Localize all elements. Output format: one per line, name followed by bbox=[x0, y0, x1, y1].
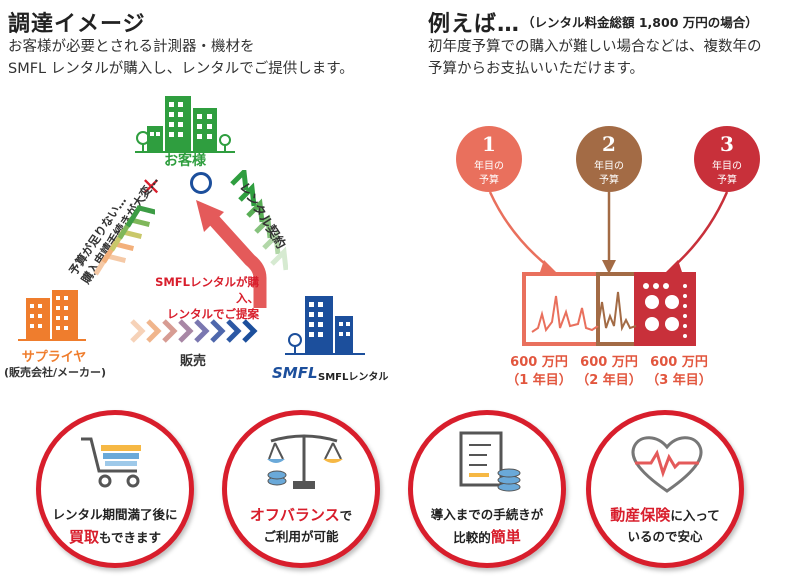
price-year1: 600 万円（1 年目） bbox=[506, 355, 572, 388]
supplier-label: サプライヤ bbox=[21, 350, 87, 365]
price-year2: 600 万円（2 年目） bbox=[576, 355, 642, 388]
benefit3-line1: 導入までの手続きが bbox=[430, 507, 544, 522]
year3-budget-circle: 3 年目の予算 bbox=[694, 126, 760, 192]
example-desc-line1: 初年度予算での購入が難しい場合などは、複数年の bbox=[428, 39, 762, 55]
benefit1-line1: レンタル期間満了後に bbox=[52, 507, 178, 522]
customer-building-icon bbox=[135, 96, 235, 153]
balance-scale-icon bbox=[267, 434, 343, 489]
smfl-building-icon bbox=[285, 296, 365, 355]
circle-mark-icon: ○ bbox=[190, 172, 212, 194]
supplier-building-icon bbox=[18, 290, 86, 341]
benefit3-line2: 比較的簡単 bbox=[453, 528, 521, 546]
sale-label: 販売 bbox=[180, 354, 207, 369]
smfl-label: SMFLレンタル bbox=[318, 372, 389, 383]
year1-num: 1 bbox=[482, 132, 496, 156]
benefit2-line2: ご利用が可能 bbox=[263, 529, 339, 544]
procurement-title: 調達イメージ bbox=[8, 12, 146, 37]
procurement-desc-line2: SMFL レンタルが購入し、レンタルでご提供します。 bbox=[8, 61, 354, 77]
year1-label: 年目の予算 bbox=[474, 161, 504, 186]
document-coins-icon bbox=[459, 431, 521, 492]
measuring-instrument-icon bbox=[522, 272, 696, 346]
year2-label: 年目の予算 bbox=[594, 161, 624, 186]
cross-mark-icon: ✕ bbox=[141, 173, 162, 201]
benefit1-line2: 買取もできます bbox=[68, 528, 162, 546]
benefit4-line2: いるので安心 bbox=[627, 529, 703, 544]
smfl-brand-logo: SMFL bbox=[272, 364, 318, 382]
shopping-cart-icon bbox=[81, 437, 141, 488]
benefit-off-balance: オフバランスで ご利用が可能 bbox=[222, 410, 380, 568]
supplier-to-customer-chevrons bbox=[93, 205, 155, 276]
benefit2-line1: オフバランスで bbox=[249, 506, 353, 524]
smfl-purchase-text: SMFLレンタルが購入、 レンタルでご提案 bbox=[133, 274, 259, 322]
heart-pulse-icon bbox=[631, 436, 703, 493]
benefit4-line1: 動産保険に入って bbox=[610, 506, 720, 524]
year2-budget-circle: 2 年目の予算 bbox=[576, 126, 642, 192]
example-title: 例えば… bbox=[428, 12, 521, 37]
example-title-note: （レンタル料金総額 1,800 万円の場合） bbox=[522, 15, 758, 30]
year3-label: 年目の予算 bbox=[712, 161, 742, 186]
price-year3: 600 万円（3 年目） bbox=[646, 355, 712, 388]
example-desc-line2: 予算からお支払いいただけます。 bbox=[428, 61, 645, 77]
budget-arrows bbox=[488, 191, 729, 274]
supplier-sub-label: (販売会社/メーカー) bbox=[3, 366, 107, 379]
benefit-easy-procedure: 導入までの手続きが 比較的簡単 bbox=[408, 410, 566, 568]
benefit-insurance: 動産保険に入って いるので安心 bbox=[586, 410, 744, 568]
year3-num: 3 bbox=[720, 132, 734, 156]
year1-budget-circle: 1 年目の予算 bbox=[456, 126, 522, 192]
benefit-buyout: レンタル期間満了後に 買取もできます bbox=[36, 410, 194, 568]
customer-label: お客様 bbox=[164, 153, 206, 169]
year2-num: 2 bbox=[602, 132, 616, 156]
purchase-line2: レンタルでご提案 bbox=[167, 307, 259, 321]
sale-chevrons bbox=[130, 319, 258, 343]
purchase-line1: SMFLレンタルが購入、 bbox=[155, 275, 259, 305]
smfl-purchase-arrow bbox=[196, 200, 267, 308]
rental-contract-chevrons bbox=[230, 170, 288, 271]
procurement-desc-line1: お客様が必要とされる計測器・機材を bbox=[8, 39, 255, 55]
